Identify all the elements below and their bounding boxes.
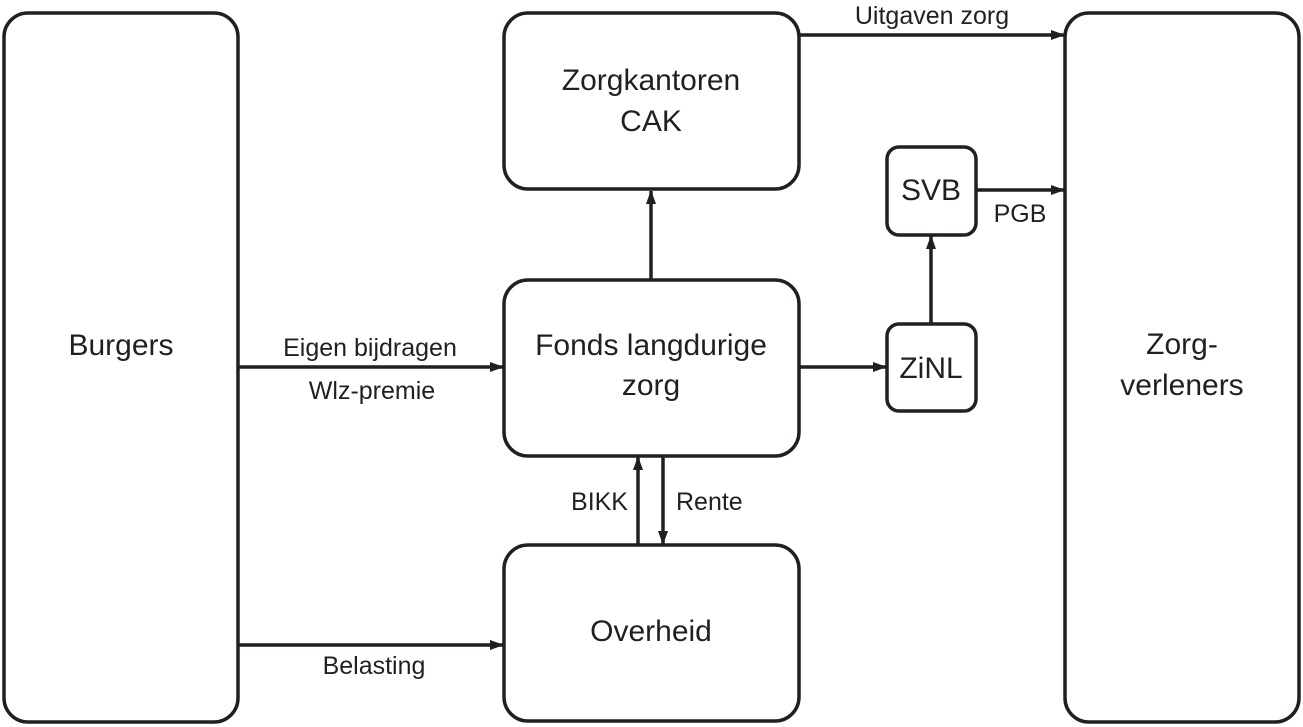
node-zinl: ZiNL	[885, 322, 978, 413]
zorgkantoren-label-line2: CAK	[620, 105, 682, 138]
label-rente: Rente	[676, 488, 743, 516]
zorgverleners-label-line1: Zorg-	[1146, 328, 1218, 361]
node-burgers: Burgers	[2, 11, 240, 724]
label-wlz-premie: Wlz-premie	[309, 377, 435, 405]
label-eigen-bijdragen: Eigen bijdragen	[283, 334, 457, 362]
fonds-label-line2: zorg	[622, 369, 680, 402]
burgers-label: Burgers	[68, 329, 173, 362]
node-fonds-langdurige-zorg: Fonds langdurige zorg	[502, 278, 801, 458]
label-uitgaven-zorg: Uitgaven zorg	[855, 2, 1009, 30]
node-svb: SVB	[885, 145, 978, 237]
svb-label: SVB	[901, 174, 961, 207]
zorgverleners-label-line2: verleners	[1120, 369, 1243, 402]
fonds-label-line1: Fonds langdurige	[535, 329, 767, 362]
zinl-label: ZiNL	[899, 352, 962, 385]
label-pgb: PGB	[994, 200, 1047, 228]
node-overheid: Overheid	[502, 543, 801, 723]
label-belasting: Belasting	[323, 652, 426, 680]
label-bikk: BIKK	[571, 488, 628, 516]
zorgkantoren-label-line1: Zorgkantoren	[562, 64, 740, 97]
node-zorgverleners: Zorg- verleners	[1063, 11, 1301, 724]
overheid-label: Overheid	[590, 615, 712, 648]
node-zorgkantoren: Zorgkantoren CAK	[502, 11, 801, 191]
